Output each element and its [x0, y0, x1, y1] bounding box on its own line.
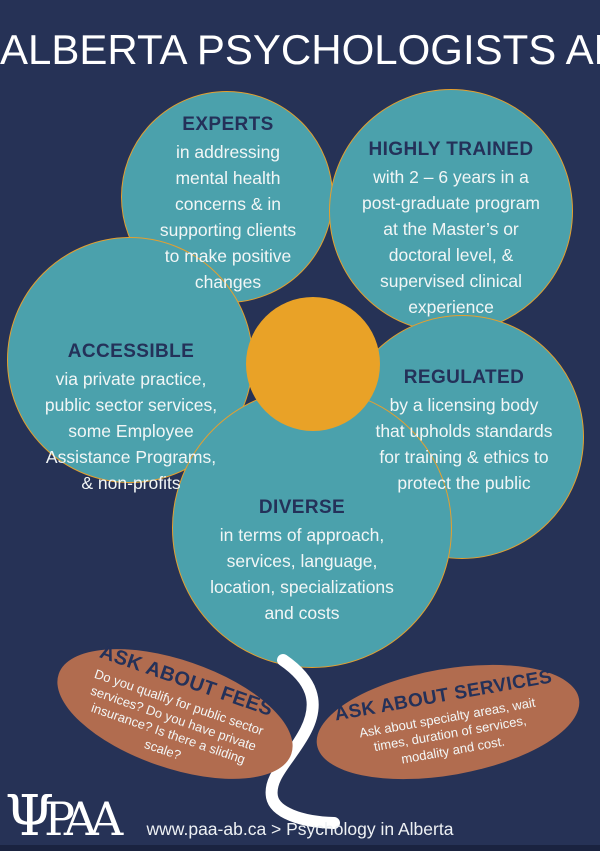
paa-logo-text: PAA	[44, 792, 123, 846]
petal-experts-body: in addressing mental health concerns & i…	[159, 142, 297, 292]
psi-glyph: Ψ	[5, 784, 54, 849]
petal-highly-trained-body: with 2 – 6 years in a post-graduate prog…	[361, 167, 541, 317]
petal-regulated-heading: REGULATED	[403, 367, 525, 388]
petal-circle-highly-trained	[329, 89, 573, 333]
callout-ask-about-services: ASK ABOUT SERVICES Ask about specialty a…	[307, 646, 589, 798]
callout-fees-content: ASK ABOUT FEES Do you qualify for public…	[74, 641, 276, 787]
page-title: ALBERTA PSYCHOLOGISTS ARE:	[0, 26, 600, 73]
petal-regulated-body: by a licensing body that upholds standar…	[375, 395, 553, 493]
petal-accessible-text: ACCESSIBLE via private practice, public …	[10, 341, 252, 496]
footer-url[interactable]: www.paa-ab.ca > Psychology in Alberta	[146, 819, 454, 839]
petal-diverse-text: DIVERSE in terms of approach, services, …	[170, 497, 434, 626]
petal-accessible-body: via private practice, public sector serv…	[44, 369, 218, 493]
flower-center-circle	[246, 297, 380, 431]
bottom-edge-strip	[0, 845, 600, 851]
petal-circle-diverse	[172, 388, 452, 668]
petal-accessible-heading: ACCESSIBLE	[67, 341, 195, 362]
callout-services-content: ASK ABOUT SERVICES Ask about specialty a…	[333, 666, 563, 778]
petal-regulated-text: REGULATED by a licensing body that uphol…	[344, 367, 584, 496]
petal-highly-trained-text: HIGHLY TRAINED with 2 – 6 years in a pos…	[330, 139, 572, 320]
petal-experts-heading: EXPERTS	[182, 114, 274, 135]
petal-diverse-body: in terms of approach, services, language…	[210, 525, 394, 623]
paa-logo[interactable]: ΨPAA	[5, 789, 123, 846]
petal-experts-text: EXPERTS in addressing mental health conc…	[122, 114, 334, 295]
petal-highly-trained-heading: HIGHLY TRAINED	[368, 139, 534, 160]
petal-diverse-heading: DIVERSE	[258, 497, 346, 518]
